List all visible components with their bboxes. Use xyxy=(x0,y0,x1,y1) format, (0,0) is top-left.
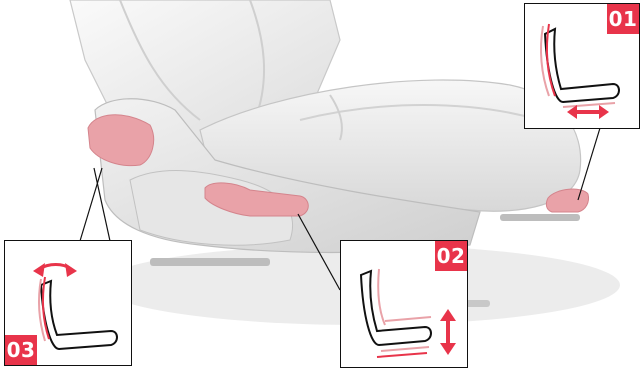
leader-line-01 xyxy=(578,128,600,200)
leader-line-03 xyxy=(80,168,102,241)
curved-arrow-icon xyxy=(33,263,77,277)
callout-number-badge: 02 xyxy=(435,241,467,271)
callout-number-badge: 01 xyxy=(607,4,639,34)
callout-01: 01 xyxy=(524,3,640,129)
vertical-arrow-icon xyxy=(440,309,456,355)
callout-03: 03 xyxy=(4,240,132,366)
recline-lever xyxy=(88,115,154,166)
callout-02: 02 xyxy=(340,240,468,368)
callout-number-badge: 03 xyxy=(5,335,37,365)
